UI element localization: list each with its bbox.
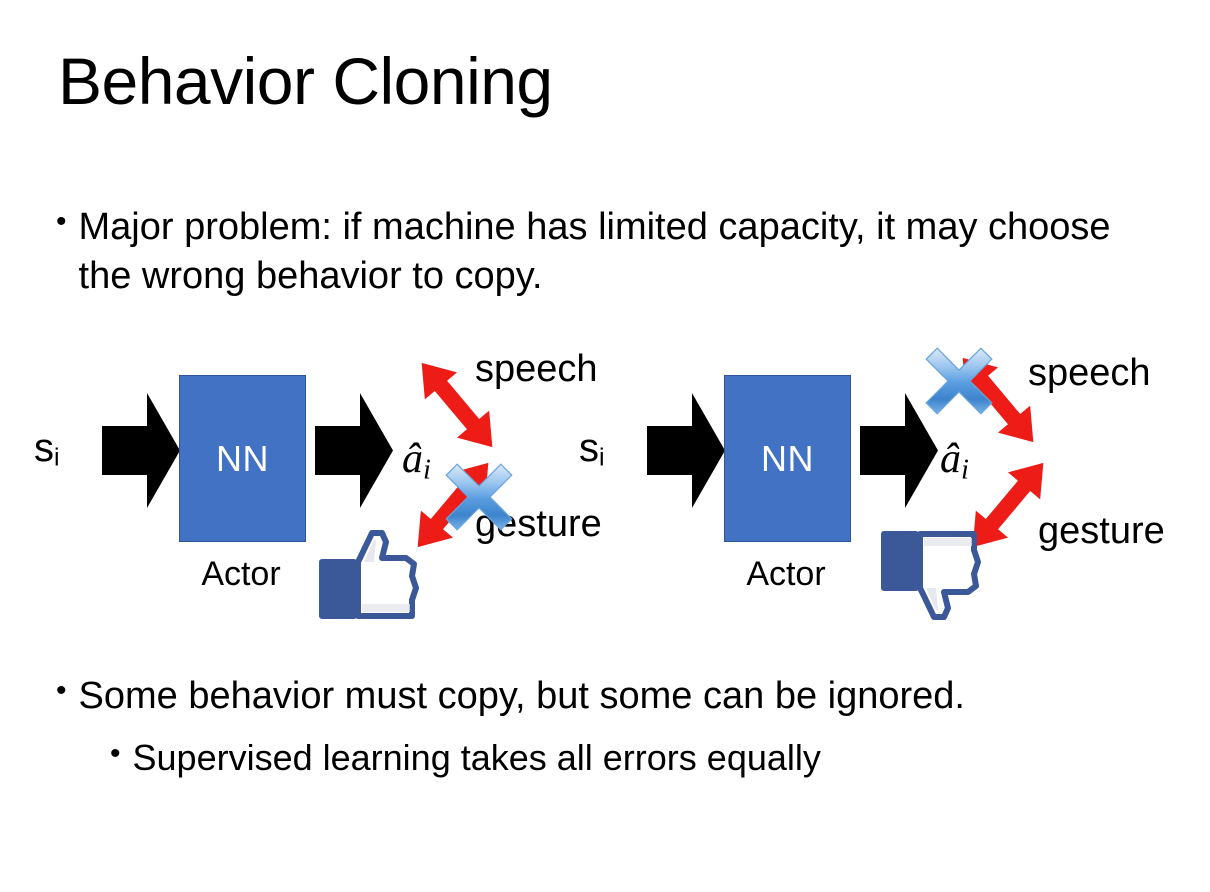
input-arrow-icon [647, 393, 725, 508]
state-label-left: si [34, 426, 60, 472]
speech-arrow-right [953, 345, 1043, 455]
bullet-item-3: • Supervised learning takes all errors e… [110, 735, 1160, 781]
bullet-text-2: Some behavior must copy, but some can be… [78, 675, 965, 717]
speech-label-right: speech [1028, 352, 1151, 394]
nn-box-right: NN [724, 375, 851, 542]
input-arrow-icon [102, 393, 180, 508]
gesture-label-right: gesture [1038, 510, 1165, 552]
diagram-left: si NN Actor âi [20, 340, 620, 640]
page-title: Behavior Cloning [58, 44, 553, 118]
bullet-marker-icon: • [56, 205, 67, 238]
action-label-right: âi [940, 436, 969, 486]
thumbs-up-icon [316, 528, 420, 622]
actor-label-left: Actor [201, 555, 281, 593]
bullet-item-1: • Major problem: if machine has limited … [56, 203, 1156, 300]
output-arrow-icon [315, 393, 393, 508]
bullet-text-3: Supervised learning takes all errors equ… [132, 737, 821, 778]
nn-box-left: NN [179, 375, 306, 542]
output-arrow-icon [860, 393, 938, 508]
cross-out-icon-left [440, 458, 518, 536]
nn-label-left: NN [216, 437, 269, 479]
state-label-right: si [579, 426, 605, 472]
bullet-text-1: Major problem: if machine has limited ca… [78, 206, 1111, 297]
bullet-marker-icon: • [56, 674, 67, 707]
bullet-marker-icon: • [110, 737, 121, 770]
speech-label-left: speech [475, 348, 598, 390]
actor-label-right: Actor [746, 555, 826, 593]
speech-arrow-left [412, 350, 502, 460]
thumbs-down-icon [878, 523, 982, 627]
nn-label-right: NN [761, 437, 814, 479]
bullet-item-2: • Some behavior must copy, but some can … [56, 672, 1186, 721]
diagram-right: si NN Actor âi [565, 340, 1165, 640]
cross-out-icon-right [920, 342, 998, 420]
action-label-left: âi [402, 436, 431, 486]
gesture-arrow-right [963, 450, 1053, 560]
